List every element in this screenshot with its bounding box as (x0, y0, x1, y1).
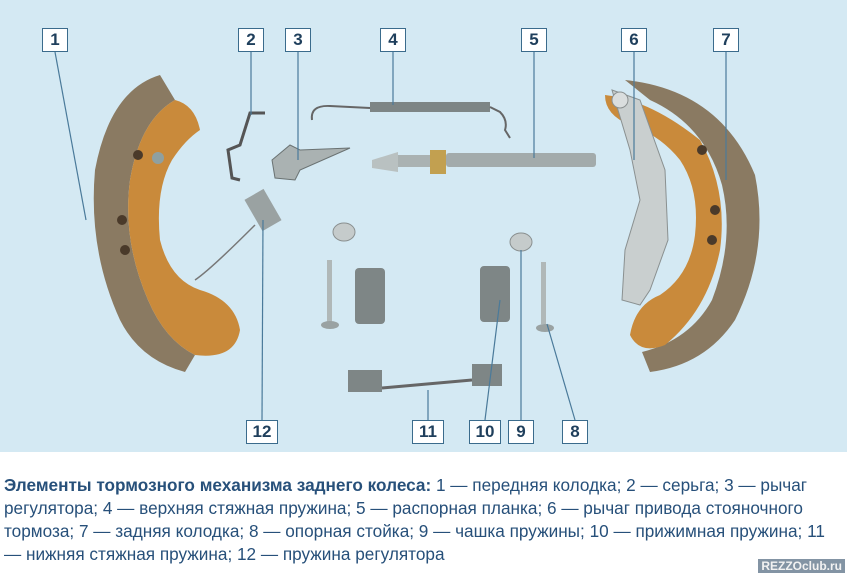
upper-spring-hook-right (489, 106, 511, 139)
lever-pivot (611, 91, 629, 109)
link-part (226, 111, 265, 182)
callout-1: 1 (42, 28, 68, 52)
lower-spring-bar (381, 378, 473, 390)
regulator-spring-coil (244, 188, 282, 232)
upper-spring-hook-left (310, 104, 371, 121)
lower-spring-coil-right (472, 364, 502, 386)
hold-down-spring-left (355, 268, 385, 324)
spring-cup-right (509, 232, 533, 252)
support-pin-right (541, 262, 546, 324)
front-brake-shoe (93, 75, 240, 372)
strut-fork (372, 152, 398, 172)
callout-11: 11 (412, 420, 444, 444)
callout-10: 10 (469, 420, 501, 444)
support-pin-right-head (536, 324, 554, 332)
callout-4: 4 (380, 28, 406, 52)
figure-caption: Элементы тормозного механизма заднего ко… (4, 474, 846, 566)
callout-2: 2 (238, 28, 264, 52)
parts-figure: 1 2 3 4 5 6 7 8 9 10 11 12 (0, 0, 847, 452)
regulator-spring-wire (194, 224, 256, 281)
parking-brake-lever (611, 89, 669, 306)
caption-title: Элементы тормозного механизма заднего ко… (4, 475, 432, 495)
callout-3: 3 (285, 28, 311, 52)
spring-cup-left (332, 222, 356, 242)
callout-8: 8 (562, 420, 588, 444)
callout-7: 7 (713, 28, 739, 52)
caption-body: 1 — передняя колодка; 2 — серьга; 3 — ры… (4, 475, 825, 564)
leader-lines (54, 51, 727, 421)
adjuster-lever (271, 144, 351, 181)
hold-down-spring-right (480, 266, 510, 322)
strut-thread (398, 155, 430, 167)
support-pin-left-head (321, 321, 339, 329)
site-watermark: REZZOclub.ru (758, 559, 845, 573)
callout-6: 6 (621, 28, 647, 52)
lower-spring-coil-left (348, 370, 382, 392)
parts-illustration (54, 51, 760, 421)
support-pin-left (327, 260, 332, 322)
strut-adjust-wheel (430, 150, 446, 174)
callout-12: 12 (246, 420, 278, 444)
strut-body (446, 153, 596, 167)
callout-9: 9 (508, 420, 534, 444)
callout-5: 5 (521, 28, 547, 52)
upper-spring-coil (370, 102, 490, 112)
